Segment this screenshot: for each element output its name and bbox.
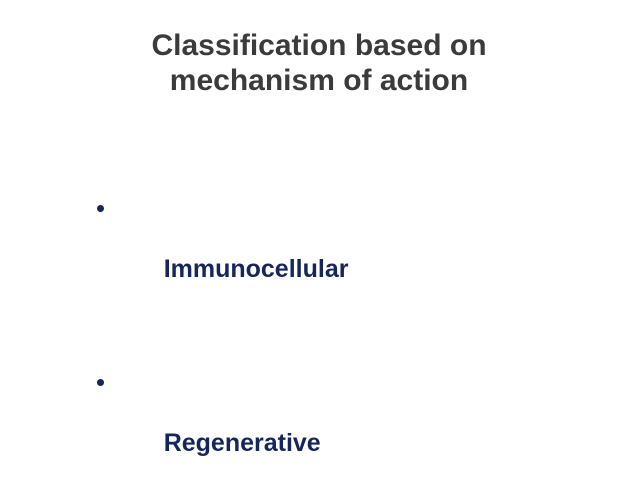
bullet-dot-icon	[97, 379, 104, 386]
slide-title: Classification based on mechanism of act…	[0, 28, 638, 98]
slide-title-line-2: mechanism of action	[169, 64, 469, 97]
bullet-item-label: Regenerative	[163, 429, 321, 457]
slide-title-line-1: Classification based on	[151, 29, 487, 62]
bullet-item-label: Immunocellular	[163, 255, 349, 283]
bullet-list: Immunocellular Regenerative	[92, 192, 562, 478]
list-item: Immunocellular	[92, 192, 562, 316]
bullet-dot-icon	[97, 205, 104, 212]
list-item: Regenerative	[92, 366, 562, 478]
